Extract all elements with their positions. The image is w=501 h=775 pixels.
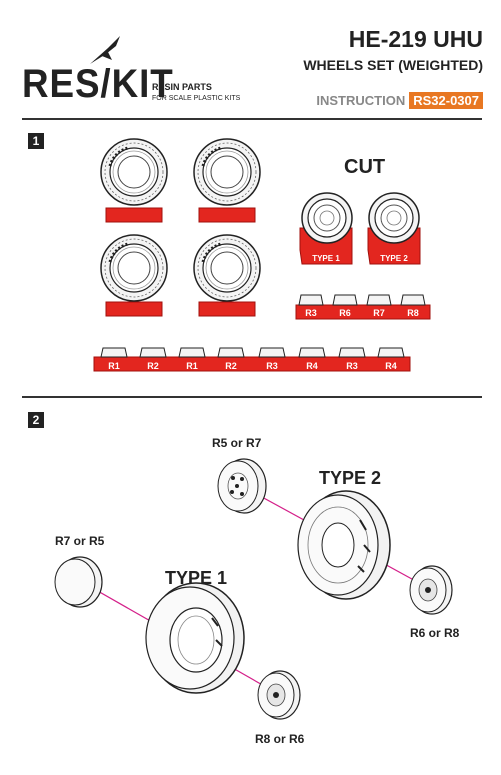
type2-title: TYPE 2 (319, 468, 382, 488)
small-sprue (295, 294, 431, 320)
instruction-label: INSTRUCTION (316, 93, 406, 108)
step-1-badge: 1 (28, 133, 44, 149)
type2-part-label: TYPE 2 (380, 254, 408, 263)
callout-r8-or-r6: R8 or R6 (255, 732, 305, 746)
logo: RES/KIT (22, 62, 174, 106)
type2-tyre (297, 490, 391, 600)
long-sprue-label-4: R2 (225, 361, 237, 371)
hub-r8-r6 (257, 670, 301, 720)
long-sprue-label-8: R4 (385, 361, 397, 371)
long-sprue-label-6: R4 (306, 361, 318, 371)
divider-top (22, 118, 482, 120)
divider-middle (22, 396, 482, 398)
brand-block: RES/KIT RESIN PARTS FOR SCALE PLASTIC KI… (22, 36, 252, 110)
wheel-part-3 (99, 233, 169, 317)
type1-part-label: TYPE 1 (312, 254, 340, 263)
long-sprue-label-7: R3 (346, 361, 358, 371)
sprue-label-r7: R7 (373, 308, 385, 318)
wheel-part-4 (192, 233, 262, 317)
callout-r7-or-r5: R7 or R5 (55, 534, 105, 548)
wheel-part-2 (192, 137, 262, 223)
type1-title: TYPE 1 (165, 568, 228, 588)
jet-icon (90, 36, 120, 64)
callout-r6-or-r8: R6 or R8 (410, 626, 460, 640)
page-subtitle: WHEELS SET (WEIGHTED) (303, 57, 483, 73)
long-sprue-label-5: R3 (266, 361, 278, 371)
long-sprue-label-1: R1 (108, 361, 120, 371)
step-2-badge: 2 (28, 412, 44, 428)
tagline-1: RESIN PARTS (152, 82, 212, 92)
hub-cap-r5-r7 (217, 458, 267, 514)
type2-wheel-part (367, 192, 421, 265)
tagline-2: FOR SCALE PLASTIC KITS (152, 95, 241, 102)
sprue-label-r8: R8 (407, 308, 419, 318)
type1-wheel-part (299, 192, 353, 265)
callout-r5-or-r7: R5 or R7 (212, 436, 262, 450)
instruction-row: INSTRUCTION RS32-0307 (316, 92, 483, 109)
step1-parts-diagram: TYPE 1 TYPE 2 R3 R6 R7 R8 R1 R2 R1 R2 R3… (93, 137, 431, 372)
logo-tagline: RESIN PARTS FOR SCALE PLASTIC KITS (152, 82, 262, 104)
long-sprue-label-3: R1 (186, 361, 198, 371)
step2-assembly-diagram (54, 458, 453, 720)
sprue-label-r6: R6 (339, 308, 351, 318)
type1-tyre (145, 582, 245, 694)
hub-r6-r8 (409, 565, 453, 615)
hub-cap-r7-r5 (54, 556, 103, 608)
sprue-label-r3: R3 (305, 308, 317, 318)
page-title: HE-219 UHU (348, 26, 483, 52)
long-sprue (93, 347, 411, 372)
wheel-part-1 (99, 137, 169, 223)
product-code-badge: RS32-0307 (409, 92, 483, 109)
long-sprue-label-2: R2 (147, 361, 159, 371)
cut-label: CUT (344, 156, 386, 178)
